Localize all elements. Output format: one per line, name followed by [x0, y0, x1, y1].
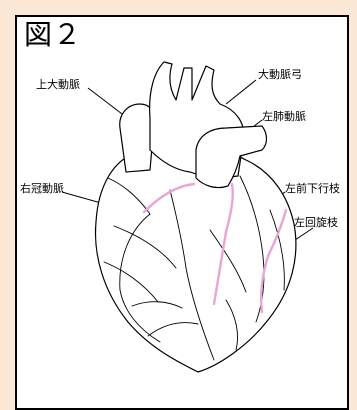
heart-diagram	[0, 0, 357, 400]
label-aortic-arch: 大動脈弓	[258, 66, 302, 82]
label-right-coronary-artery: 右冠動脈	[20, 180, 64, 196]
label-superior-vena-cava: 上大動脈	[36, 76, 80, 92]
label-left-circumflex: 左回旋枝	[294, 214, 338, 230]
label-left-anterior-descending: 左前下行枝	[285, 180, 340, 196]
leader-aortic-arch	[226, 80, 256, 104]
diagram-frame: 図２ 上大動脈 大動脈弓 左肺動脈 右冠動脈 左前下行枝 左回旋枝	[0, 0, 357, 400]
figure-title: 図２	[24, 21, 82, 49]
label-left-pulmonary-artery: 左肺動脈	[262, 108, 306, 124]
